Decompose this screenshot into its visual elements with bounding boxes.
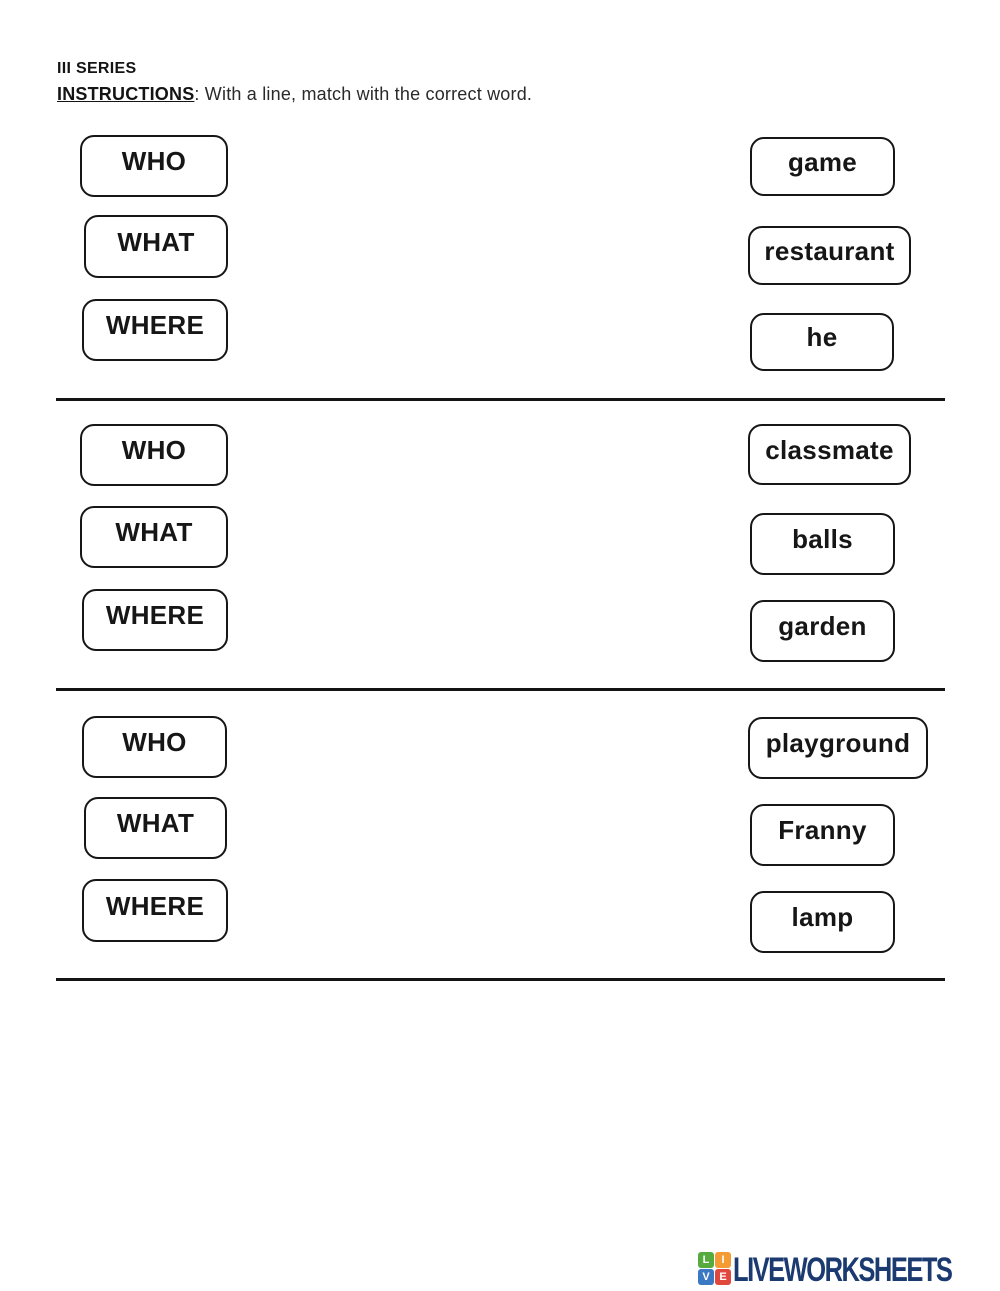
prompt-box-who[interactable]: WHO bbox=[82, 716, 227, 778]
answer-box-he[interactable]: he bbox=[750, 313, 894, 371]
answer-box-franny[interactable]: Franny bbox=[750, 804, 895, 866]
prompt-box-what[interactable]: WHAT bbox=[80, 506, 228, 568]
prompt-box-where[interactable]: WHERE bbox=[82, 879, 228, 942]
logo-tile-e: E bbox=[715, 1269, 731, 1285]
answer-box-classmate[interactable]: classmate bbox=[748, 424, 911, 485]
answer-box-playground[interactable]: playground bbox=[748, 717, 928, 779]
instructions-text: : With a line, match with the correct wo… bbox=[194, 84, 533, 104]
section-divider bbox=[56, 978, 945, 981]
prompt-box-what[interactable]: WHAT bbox=[84, 797, 227, 859]
prompt-box-what[interactable]: WHAT bbox=[84, 215, 228, 278]
logo-tile-l: L bbox=[698, 1252, 714, 1268]
answer-box-garden[interactable]: garden bbox=[750, 600, 895, 662]
answer-box-balls[interactable]: balls bbox=[750, 513, 895, 575]
answer-box-lamp[interactable]: lamp bbox=[750, 891, 895, 953]
liveworksheets-brand: LIVEWORKSHEETS bbox=[733, 1251, 953, 1289]
section-divider bbox=[56, 688, 945, 691]
answer-box-game[interactable]: game bbox=[750, 137, 895, 196]
logo-tile-v: V bbox=[698, 1269, 714, 1285]
prompt-box-where[interactable]: WHERE bbox=[82, 299, 228, 361]
prompt-box-who[interactable]: WHO bbox=[80, 424, 228, 486]
prompt-box-where[interactable]: WHERE bbox=[82, 589, 228, 651]
answer-box-restaurant[interactable]: restaurant bbox=[748, 226, 911, 285]
section-divider bbox=[56, 398, 945, 401]
instructions-label: INSTRUCTIONS bbox=[57, 84, 195, 104]
instructions-line: INSTRUCTIONS: With a line, match with th… bbox=[57, 84, 532, 105]
prompt-box-who[interactable]: WHO bbox=[80, 135, 228, 197]
series-title: III SERIES bbox=[57, 60, 137, 77]
logo-tile-i: I bbox=[715, 1252, 731, 1268]
